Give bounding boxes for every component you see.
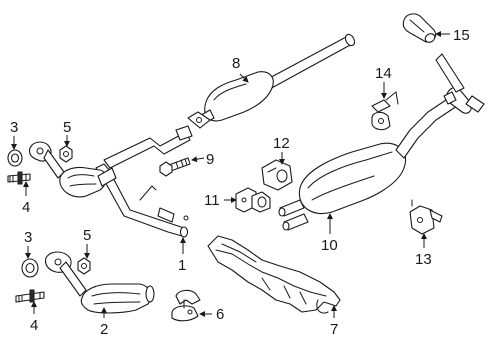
- callout-3-lower: 3: [24, 229, 32, 246]
- callout-9: 9: [206, 151, 214, 168]
- callout-5-upper: 5: [63, 119, 71, 136]
- callout-3-upper: 3: [10, 119, 18, 136]
- muffler-part: [278, 53, 485, 231]
- leader-9: [191, 156, 205, 163]
- callout-numbers: 1 2 3 3 4 4 5 5 6 7 8 9 10 11 12 13 14 1…: [10, 27, 470, 338]
- catalytic-converter-part: [44, 251, 155, 314]
- callout-2: 2: [100, 321, 108, 338]
- callout-8: 8: [232, 55, 240, 72]
- insulator-part: [235, 187, 271, 213]
- nut-part-upper: [59, 145, 73, 163]
- bracket-part-right: [409, 199, 443, 235]
- callout-4-lower: 4: [30, 317, 38, 334]
- callout-7: 7: [330, 321, 338, 338]
- gasket-part-upper: [7, 149, 23, 167]
- callout-1: 1: [178, 257, 186, 274]
- callout-12: 12: [273, 135, 290, 152]
- upper-converter-part: [28, 141, 117, 198]
- callout-10: 10: [321, 237, 338, 254]
- bolt-part: [159, 157, 191, 177]
- callout-5-lower: 5: [83, 227, 91, 244]
- gasket-part-lower: [21, 258, 39, 278]
- hanger-part-upper: [371, 91, 399, 131]
- stud-part-lower: [15, 289, 45, 303]
- resonator-part: [187, 33, 356, 129]
- stud-part-upper: [7, 171, 31, 185]
- leader-lines: [11, 31, 450, 318]
- callout-15: 15: [453, 27, 470, 44]
- hanger-part-lower: [171, 289, 201, 322]
- leader-8: [239, 73, 249, 83]
- callout-14: 14: [375, 65, 392, 82]
- callout-6: 6: [216, 306, 224, 323]
- callout-13: 13: [415, 251, 432, 268]
- callout-4-upper: 4: [22, 199, 30, 216]
- callout-11: 11: [204, 192, 220, 209]
- tailpipe-tip-part: [402, 13, 437, 43]
- nut-part-lower: [77, 257, 91, 275]
- bracket-part-upper: [261, 159, 293, 191]
